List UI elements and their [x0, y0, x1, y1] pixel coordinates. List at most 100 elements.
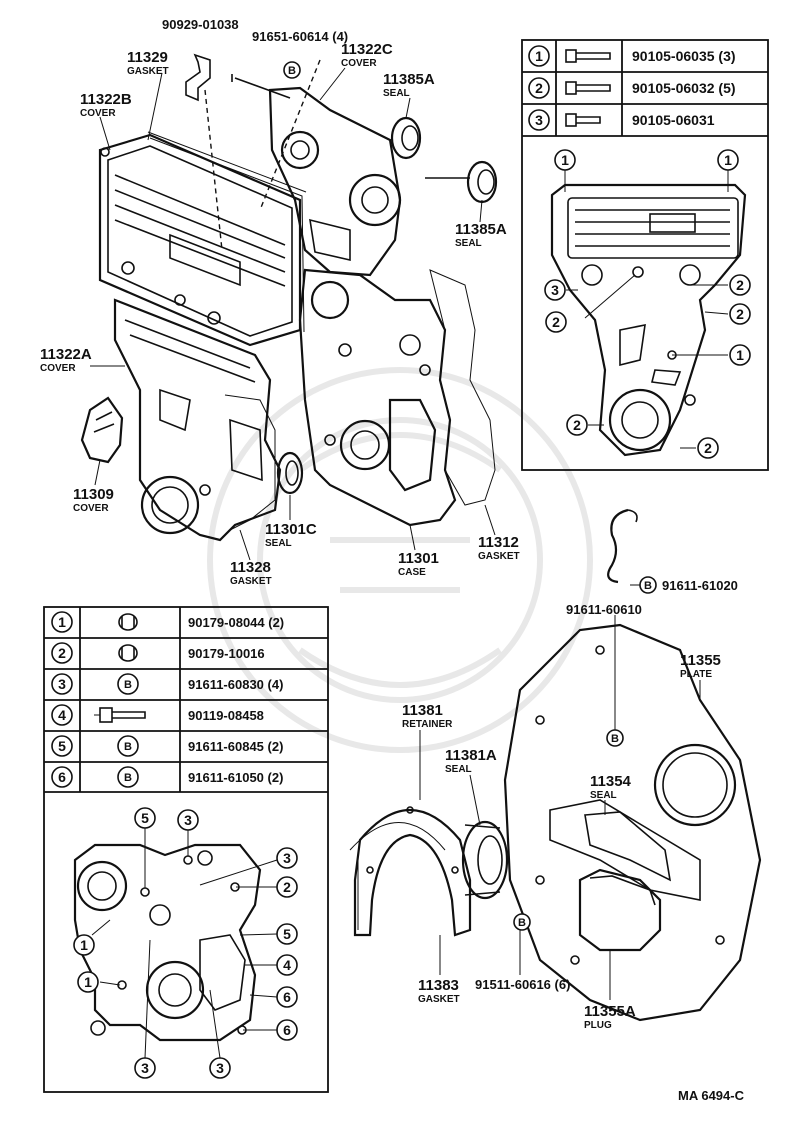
part-11328-number: 11328 — [230, 559, 271, 576]
part-11322c-name: COVER — [341, 58, 377, 69]
callout-90929: 90929-01038 — [162, 17, 239, 32]
marker-6: 6 — [283, 1022, 291, 1038]
b-marker-91611-61020: B — [639, 576, 657, 594]
marker-3: 3 — [216, 1060, 224, 1076]
callout-91611-60610: 91611-60610 — [566, 602, 642, 617]
bolt-icon — [565, 81, 611, 95]
part-11354-name: SEAL — [590, 790, 617, 801]
marker-4: 4 — [283, 957, 291, 973]
table-top-row-2-part: 90105-06032 (5) — [632, 80, 736, 96]
table-bottom-row-3-number: 3 — [58, 676, 66, 692]
part-11312-number: 11312 — [478, 534, 519, 551]
marker-5: 5 — [141, 810, 149, 826]
cover-11322b-drawing — [98, 133, 302, 347]
marker-5: 5 — [283, 926, 291, 942]
part-11309-name: COVER — [73, 503, 109, 514]
table-bottom-row-6-part: 91611-61050 (2) — [188, 770, 283, 785]
seal-11385a-top-drawing — [390, 116, 422, 160]
bolt-b-marker: B — [124, 679, 132, 691]
table-bottom-row-4-number: 4 — [58, 707, 66, 723]
inset-top-drawing — [550, 183, 747, 457]
table-top-row-2-number: 2 — [535, 80, 543, 96]
marker-3: 3 — [184, 812, 192, 828]
marker-2: 2 — [704, 440, 712, 456]
table-top-bolts — [521, 39, 769, 471]
nut-icon — [118, 644, 138, 662]
part-11355a-name: PLUG — [584, 1020, 612, 1031]
table-top-row-1-number: 1 — [535, 48, 543, 64]
inset-top-callouts — [564, 170, 729, 449]
cover-11309-drawing — [80, 396, 124, 464]
gasket-11329-drawing — [147, 131, 307, 333]
plug-11355a-drawing — [578, 868, 662, 952]
part-11312-name: GASKET — [478, 551, 520, 562]
part-11301c-number: 11301C — [265, 521, 317, 538]
b-marker-91651: B — [283, 61, 301, 79]
marker-1: 1 — [80, 937, 88, 953]
marker-1: 1 — [561, 152, 569, 168]
part-11385a-mid-name: SEAL — [455, 238, 482, 249]
part-11354-number: 11354 — [590, 773, 632, 790]
part-11355a-number: 11355A — [584, 1003, 636, 1020]
part-11329-name: GASKET — [127, 66, 169, 77]
seal-11301c-drawing — [276, 451, 304, 495]
bolt-icon — [565, 113, 601, 127]
marker-2: 2 — [552, 314, 560, 330]
table-bottom-row-2: 2 90179-10016 — [51, 642, 265, 664]
table-bottom-row-2-number: 2 — [58, 645, 66, 661]
part-11381-name: RETAINER — [402, 719, 453, 730]
seal-11385a-mid-drawing — [425, 160, 498, 204]
gasket-11328-drawing — [224, 394, 276, 531]
diagram-reference: MA 6494-C — [678, 1088, 745, 1103]
seal-11354-drawing — [584, 811, 672, 882]
table-top-row-2: 2 90105-06032 (5) — [528, 77, 736, 99]
leader-lines — [90, 67, 701, 1000]
table-bottom-row-5-part: 91611-60845 (2) — [188, 739, 283, 754]
part-11328-name: GASKET — [230, 576, 272, 587]
marker-1: 1 — [84, 974, 92, 990]
table-top-row-3-number: 3 — [535, 112, 543, 128]
marker-2: 2 — [283, 879, 291, 895]
table-top-row-1-part: 90105-06035 (3) — [632, 48, 736, 64]
marker-1: 1 — [724, 152, 732, 168]
part-11322b-number: 11322B — [80, 91, 132, 108]
table-bottom-row-1-part: 90179-08044 (2) — [188, 615, 284, 630]
marker-3: 3 — [551, 282, 559, 298]
part-11301-name: CASE — [398, 567, 426, 578]
bolt-icon — [565, 49, 611, 63]
table-bottom-row-2-part: 90179-10016 — [188, 646, 265, 661]
marker-6: 6 — [283, 989, 291, 1005]
retainer-11381-drawing — [353, 806, 472, 937]
table-bottom-row-6-number: 6 — [58, 769, 66, 785]
part-11385a-top-name: SEAL — [383, 88, 410, 99]
part-11381a-number: 11381A — [445, 747, 497, 764]
cover-11322c-drawing — [231, 74, 402, 277]
part-11309-number: 11309 — [73, 486, 114, 503]
svg-text:B: B — [611, 733, 619, 745]
marker-3: 3 — [141, 1060, 149, 1076]
part-11322a-number: 11322A — [40, 346, 92, 363]
table-bottom-row-5-number: 5 — [58, 738, 66, 754]
bolt-b-marker: B — [124, 772, 132, 784]
gasket-11312-drawing — [429, 269, 496, 506]
callout-91651: 91651-60614 (4) — [252, 29, 348, 44]
table-bottom-row-1: 1 90179-08044 (2) — [51, 611, 284, 633]
part-11301c-name: SEAL — [265, 538, 292, 549]
table-bottom-row-3-part: 91611-60830 (4) — [188, 677, 283, 692]
seal-11381a-drawing — [461, 820, 509, 900]
marker-2: 2 — [736, 277, 744, 293]
hook-clip-drawing — [607, 508, 638, 584]
b-marker-91611-60610: B — [606, 729, 624, 747]
part-11385a-mid-number: 11385A — [455, 221, 507, 238]
part-11355-name: PLATE — [680, 669, 712, 680]
marker-3: 3 — [283, 850, 291, 866]
callout-91511: 91511-60616 (6) — [475, 977, 570, 992]
gasket-11383-drawing — [349, 822, 446, 930]
table-top-row-1: 1 90105-06035 (3) — [528, 45, 736, 67]
part-11385a-top-number: 11385A — [383, 71, 435, 88]
part-11322b-name: COVER — [80, 108, 116, 119]
marker-1: 1 — [736, 347, 744, 363]
svg-text:B: B — [518, 917, 526, 929]
part-11383-name: GASKET — [418, 994, 460, 1005]
